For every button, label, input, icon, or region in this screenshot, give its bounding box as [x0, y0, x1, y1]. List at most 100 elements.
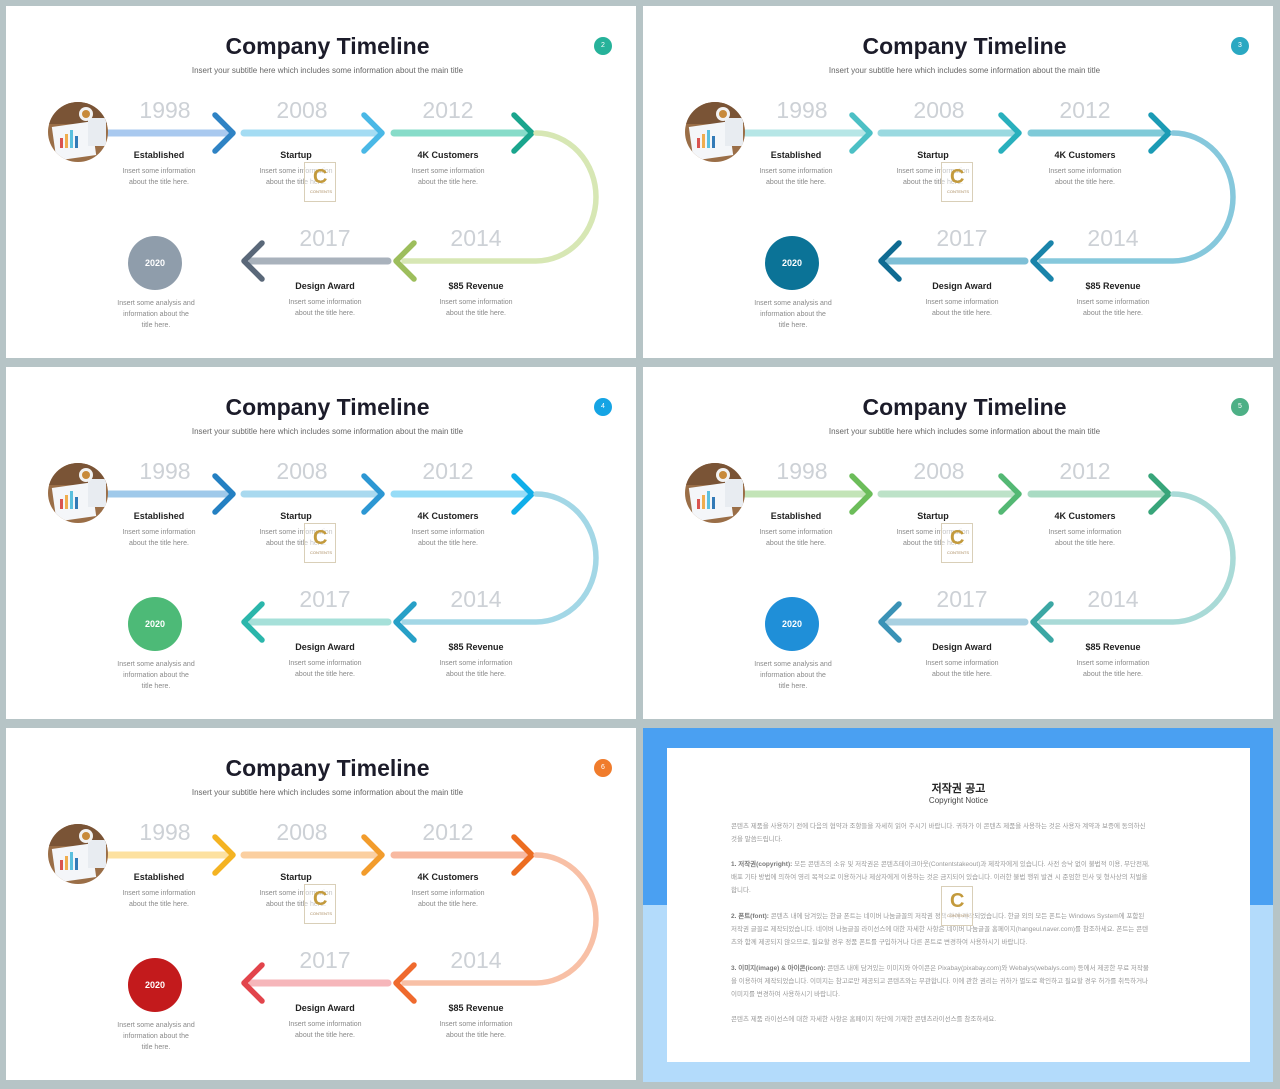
milestone-label: $85 Revenue [1085, 281, 1141, 291]
milestone-year: 1998 [776, 97, 828, 123]
milestone-year: 2014 [450, 225, 502, 251]
milestone-year: 2012 [1059, 458, 1111, 484]
notice-outro: 콘텐츠 제품 라이선스에 대한 자세한 사항은 홈페이지 하단에 기재한 콘텐츠… [731, 1016, 997, 1023]
milestone-year: 2012 [422, 458, 474, 484]
desk-photo [685, 463, 745, 523]
milestone-year: 1998 [139, 819, 191, 845]
page-number-badge: 2 [594, 37, 612, 55]
desk-photo [48, 102, 108, 162]
page-number-badge: 4 [594, 398, 612, 416]
milestone-label: Startup [917, 511, 949, 521]
slide-title: Company Timeline [862, 394, 1067, 420]
watermark-logo: C CONTENTS [304, 884, 336, 924]
timeline-slide: Company Timeline Insert your subtitle he… [6, 367, 636, 719]
page-number-badge: 6 [594, 759, 612, 777]
timeline-arrows [104, 112, 599, 282]
timeline-arrows [104, 834, 599, 1004]
year-badge: 2020 [765, 236, 819, 290]
watermark-logo: C CONTENTS [941, 523, 973, 563]
desk-photo [48, 463, 108, 523]
notice-title: 저작권 공고 [931, 783, 986, 795]
notice-copyright: 1. 저작권(copyright): 모든 콘텐츠의 소유 및 저작권은 콘텐츠… [731, 861, 1150, 894]
timeline-slide: Company Timeline Insert your subtitle he… [643, 6, 1273, 358]
slide-subtitle: Insert your subtitle here which includes… [191, 66, 464, 75]
milestone-year: 2017 [936, 225, 988, 251]
milestone-year: 2017 [299, 947, 351, 973]
milestone-year: 2008 [913, 97, 965, 123]
milestone-label: 4K Customers [417, 150, 479, 160]
timeline-arrows [741, 112, 1236, 282]
notice-image-icon: 3. 이미지(image) & 아이콘(icon): 콘텐츠 내에 담겨있는 이… [731, 965, 1149, 998]
milestone-year: 2012 [422, 97, 474, 123]
slide-subtitle: Insert your subtitle here which includes… [828, 427, 1101, 436]
milestone-label: $85 Revenue [1085, 642, 1141, 652]
milestone-year: 2012 [422, 819, 474, 845]
watermark-logo: C CONTENTS [304, 162, 336, 202]
milestone-label: Startup [280, 150, 312, 160]
milestone-year: 1998 [776, 458, 828, 484]
milestone-label: 4K Customers [1054, 511, 1116, 521]
milestone-label: $85 Revenue [448, 642, 504, 652]
milestone-label: Established [133, 150, 185, 160]
milestone-label: Startup [917, 150, 949, 160]
milestone-label: 4K Customers [417, 511, 479, 521]
milestone-year: 2014 [450, 586, 502, 612]
milestone-label: Established [770, 511, 822, 521]
slide-subtitle: Insert your subtitle here which includes… [191, 427, 464, 436]
milestone-label: Design Award [932, 642, 992, 652]
milestone-label: Established [133, 511, 185, 521]
milestone-label: Design Award [295, 1003, 355, 1013]
timeline-slide: Company Timeline Insert your subtitle he… [6, 6, 636, 358]
watermark-logo: C CONTENTS [304, 523, 336, 563]
milestone-year: 2017 [936, 586, 988, 612]
milestone-year: 2017 [299, 586, 351, 612]
milestone-label: Startup [280, 511, 312, 521]
milestone-label: Design Award [295, 642, 355, 652]
slide-title: Company Timeline [225, 755, 430, 781]
page-number-badge: 5 [1231, 398, 1249, 416]
milestone-label: 4K Customers [1054, 150, 1116, 160]
timeline-arrows [741, 473, 1236, 643]
copyright-notice-slide: 저작권 공고 Copyright Notice 콘텐츠 제품을 사용하기 전에 … [643, 728, 1273, 1082]
milestone-year: 2014 [1087, 225, 1139, 251]
milestone-year: 2008 [276, 819, 328, 845]
year-badge: 2020 [128, 958, 182, 1012]
milestone-year: 2008 [276, 97, 328, 123]
year-badge: 2020 [128, 597, 182, 651]
slide-title: Company Timeline [225, 33, 430, 59]
milestone-label: Established [770, 150, 822, 160]
slide-title: Company Timeline [225, 394, 430, 420]
year-badge: 2020 [765, 597, 819, 651]
slide-subtitle: Insert your subtitle here which includes… [828, 66, 1101, 75]
page-number-badge: 3 [1231, 37, 1249, 55]
milestone-year: 2014 [1087, 586, 1139, 612]
desk-photo [685, 102, 745, 162]
milestone-year: 2014 [450, 947, 502, 973]
milestone-label: 4K Customers [417, 872, 479, 882]
milestone-year: 2008 [913, 458, 965, 484]
notice-subtitle: Copyright Notice [928, 796, 989, 805]
timeline-arrows [104, 473, 599, 643]
